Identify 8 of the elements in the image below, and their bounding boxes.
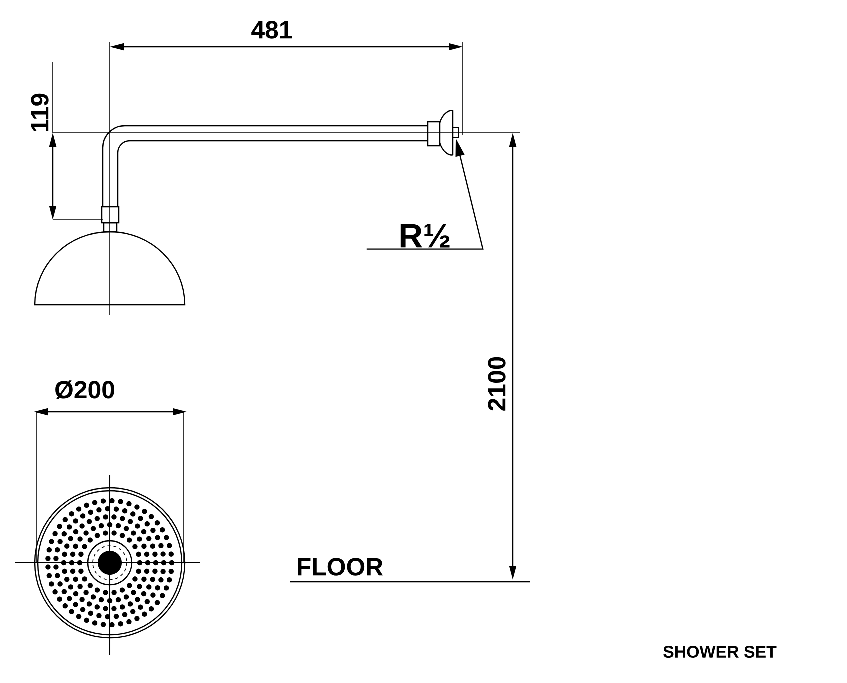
floor-label: FLOOR [298,558,384,576]
dimension-label: Ø200 [56,380,114,400]
dimension-label: 119 [31,94,49,132]
dimension-label: 2100 [488,357,506,411]
caption: SHOWER SET [664,646,777,658]
thread-end [452,128,460,138]
thread-size-label: R½ [400,224,450,248]
dimension-label: 481 [252,21,292,39]
